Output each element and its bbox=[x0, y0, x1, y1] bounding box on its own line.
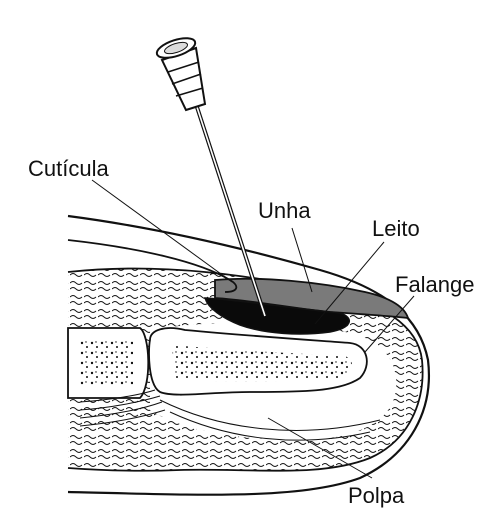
label-unha: Unha bbox=[258, 198, 311, 223]
nail-bed bbox=[203, 297, 350, 335]
leader-cuticula bbox=[91, 179, 233, 283]
joint-tendons bbox=[79, 389, 166, 427]
label-polpa: Polpa bbox=[348, 483, 405, 508]
cuticle-fold bbox=[67, 239, 238, 293]
label-falange: Falange bbox=[395, 272, 475, 297]
leader-falange bbox=[364, 295, 415, 353]
leader-polpa bbox=[267, 417, 373, 479]
leader-lines bbox=[91, 179, 415, 479]
label-leito: Leito bbox=[372, 216, 420, 241]
hypodermic-needle-icon bbox=[155, 37, 267, 317]
finger-skin bbox=[67, 214, 430, 496]
distal-phalanx bbox=[148, 327, 368, 396]
proximal-bone bbox=[67, 327, 150, 399]
pulp-tissue bbox=[159, 399, 381, 441]
label-cuticula: Cutícula bbox=[28, 156, 109, 181]
leader-leito bbox=[314, 241, 385, 325]
leader-unha bbox=[291, 227, 313, 293]
